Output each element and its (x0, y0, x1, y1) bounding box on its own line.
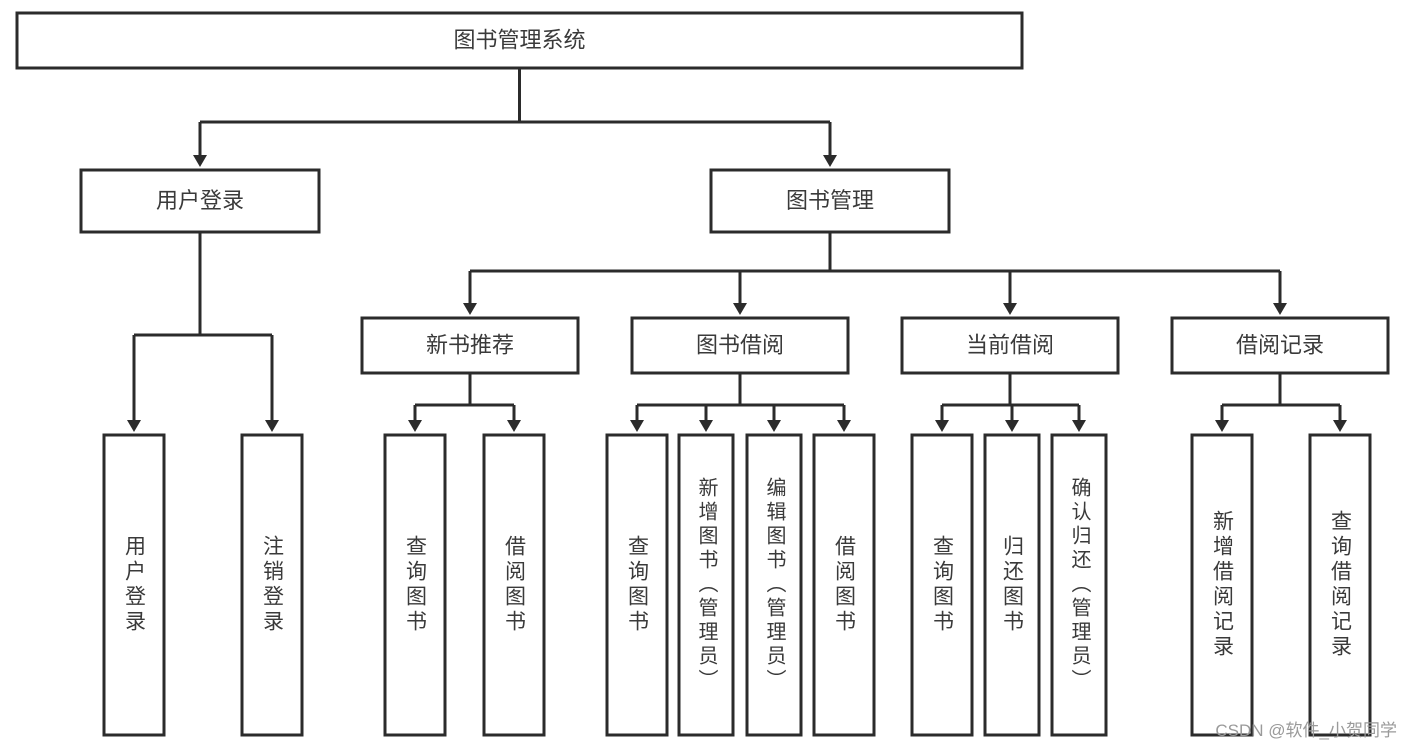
root-node-box-0[interactable] (15, 11, 1024, 70)
leaf-node-box-11[interactable] (1190, 433, 1254, 737)
leaf-node-box-6[interactable] (745, 433, 803, 737)
level2-node-box-0[interactable] (79, 168, 321, 234)
level3-node-label-0: 新书推荐 (426, 332, 514, 357)
leaf-node-box-10[interactable] (1050, 433, 1108, 737)
leaf-node-box-0[interactable] (102, 433, 166, 737)
level2-node-label-1: 图书管理 (786, 188, 874, 213)
level3-node-box-1[interactable] (630, 316, 850, 375)
leaf-node-box-7[interactable] (812, 433, 876, 737)
csdn-watermark: CSDN @软件_小贺同学 (1215, 721, 1397, 740)
level2-node-label-0: 用户登录 (156, 188, 244, 213)
leaf-node-box-1[interactable] (240, 433, 304, 737)
connector-lines (127, 68, 1347, 432)
leaf-node-box-12[interactable] (1308, 433, 1372, 737)
level3-node-label-2: 当前借阅 (966, 332, 1054, 357)
level3-node-label-1: 图书借阅 (696, 332, 784, 357)
root-node-label-0: 图书管理系统 (453, 27, 585, 52)
leaf-node-box-5[interactable] (677, 433, 735, 737)
level2-node-box-1[interactable] (709, 168, 951, 234)
leaf-node-box-4[interactable] (605, 433, 669, 737)
leaf-node-box-8[interactable] (910, 433, 974, 737)
level3-node-box-3[interactable] (1170, 316, 1390, 375)
level3-node-box-2[interactable] (900, 316, 1120, 375)
leaf-node-box-2[interactable] (383, 433, 447, 737)
level3-node-box-0[interactable] (360, 316, 580, 375)
level3-node-label-3: 借阅记录 (1236, 332, 1324, 357)
node-boxes (15, 11, 1390, 737)
leaf-node-box-9[interactable] (983, 433, 1041, 737)
leaf-node-box-3[interactable] (482, 433, 546, 737)
